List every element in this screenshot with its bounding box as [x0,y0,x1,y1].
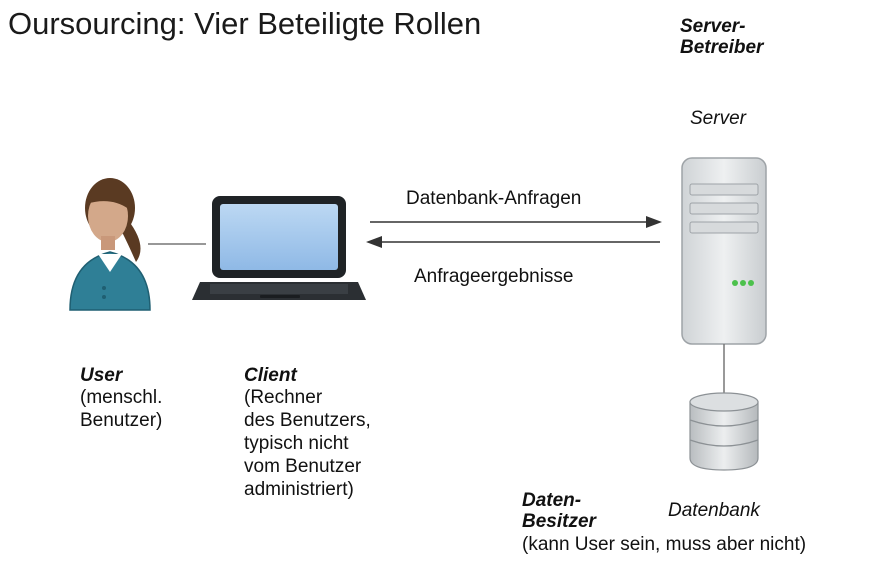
client-role-block: Client (Rechner des Benutzers, typisch n… [244,365,371,501]
response-label: Anfrageergebnisse [414,266,574,287]
client-role-desc-1: (Rechner [244,387,323,408]
request-arrow [370,216,662,228]
database-label: Datenbank [668,500,760,521]
laptop-icon [192,196,366,300]
page-title: Oursourcing: Vier Beteiligte Rollen [8,6,482,41]
user-role-desc-2: Benutzer) [80,410,163,431]
response-arrow [366,236,660,248]
client-role-desc-2: des Benutzers, [244,410,371,431]
server-icon [681,157,767,345]
client-role-desc-4: vom Benutzer [244,456,362,477]
data-owner-block: Daten- Besitzer (kann User sein, muss ab… [522,490,806,556]
server-operator-line1: Server- [680,16,746,37]
user-icon [69,178,151,311]
user-role-desc-1: (menschl. [80,387,163,408]
user-role-block: User (menschl. Benutzer) [80,365,162,432]
client-role-desc-3: typisch nicht [244,433,349,454]
client-role-title: Client [244,365,297,386]
server-operator-line2: Betreiber [680,37,764,58]
server-label: Server [690,108,746,129]
client-role-desc-5: administriert) [244,479,354,500]
user-role-title: User [80,365,123,386]
data-owner-desc: (kann User sein, muss aber nicht) [522,534,807,555]
data-owner-line2: Besitzer [522,511,596,532]
server-operator-label: Server- Betreiber [680,16,763,58]
database-icon [689,392,759,471]
request-label: Datenbank-Anfragen [406,188,582,209]
data-owner-line1: Daten- [522,490,582,511]
